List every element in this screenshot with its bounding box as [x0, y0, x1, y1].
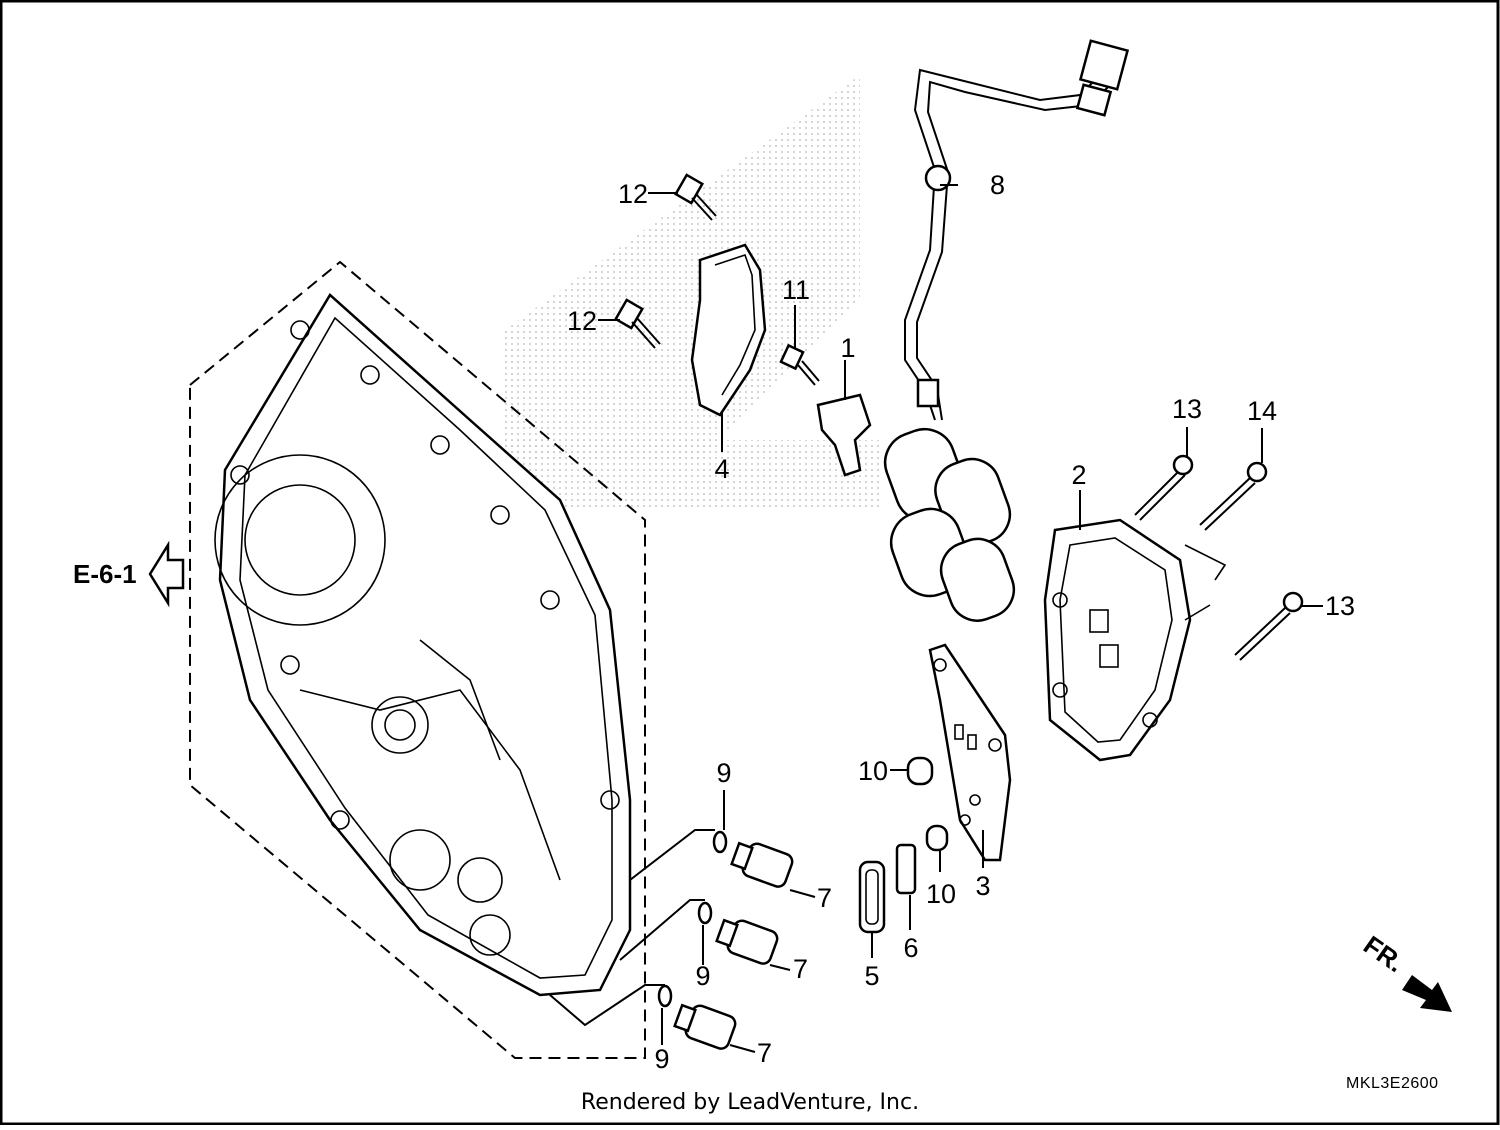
callout-10-lower: 10 — [926, 879, 956, 909]
filter-6 — [895, 843, 917, 895]
callout-2: 2 — [1071, 460, 1086, 490]
leader-switch-3 — [549, 984, 665, 1027]
plug-10-lower — [925, 824, 949, 852]
bracket-1 — [816, 393, 872, 477]
callout-11: 11 — [782, 275, 810, 305]
callout-9-lower: 9 — [654, 1044, 669, 1074]
leader-switch-2 — [619, 899, 705, 961]
bolt-14 — [1199, 461, 1268, 531]
gasket-5 — [858, 860, 886, 934]
callout-4: 4 — [714, 454, 729, 484]
callout-7-lower: 7 — [757, 1038, 772, 1068]
front-label: FR. — [1358, 930, 1410, 979]
crankcase-cover — [214, 293, 632, 997]
bolt-12-lower — [613, 298, 661, 349]
callout-10-upper: 10 — [858, 756, 888, 786]
callout-5: 5 — [864, 961, 879, 991]
valve-body-2 — [1043, 518, 1227, 762]
group-outline — [189, 260, 646, 1059]
callout-13-upper: 13 — [1172, 394, 1202, 424]
callout-14: 14 — [1247, 396, 1277, 426]
guard-4 — [690, 243, 767, 417]
diagram-code: MKL3E2600 — [1346, 1075, 1439, 1092]
watermark-logo — [505, 75, 880, 510]
leader-switch-1 — [629, 829, 715, 881]
reference-arrow: E-6-1 — [73, 540, 185, 608]
callout-7-upper: 7 — [817, 883, 832, 913]
washer-9-lower — [657, 984, 673, 1008]
harness-8 — [883, 39, 1130, 622]
bolt-12-upper — [673, 173, 717, 221]
left-arrow-icon — [148, 540, 185, 608]
switch-7-upper — [730, 841, 794, 888]
callout-1: 1 — [840, 333, 855, 363]
front-arrow-icon — [1402, 975, 1452, 1012]
plug-10-upper — [906, 756, 934, 786]
reference-label: E-6-1 — [73, 559, 137, 589]
callout-7-middle: 7 — [793, 954, 808, 984]
washer-9-upper — [712, 830, 728, 854]
bolt-11 — [779, 343, 820, 386]
callout-9-upper: 9 — [716, 758, 731, 788]
bolt-13-upper — [1134, 454, 1194, 521]
callout-13-lower: 13 — [1325, 591, 1355, 621]
washer-9-middle — [697, 901, 713, 925]
footer-credit: Rendered by LeadVenture, Inc. — [580, 1090, 920, 1115]
callout-3: 3 — [975, 871, 990, 901]
callout-12-upper: 12 — [618, 179, 648, 209]
callout-9-middle: 9 — [695, 961, 710, 991]
callout-8: 8 — [990, 170, 1005, 200]
callout-leaders — [598, 184, 1323, 1053]
callout-6: 6 — [903, 933, 918, 963]
bolt-13-lower — [1234, 591, 1304, 661]
callout-12-lower: 12 — [567, 306, 597, 336]
plate-3 — [928, 643, 1012, 862]
switch-7-lower — [673, 1003, 737, 1050]
front-indicator: FR. — [1358, 930, 1452, 1012]
switch-7-middle — [715, 918, 779, 965]
